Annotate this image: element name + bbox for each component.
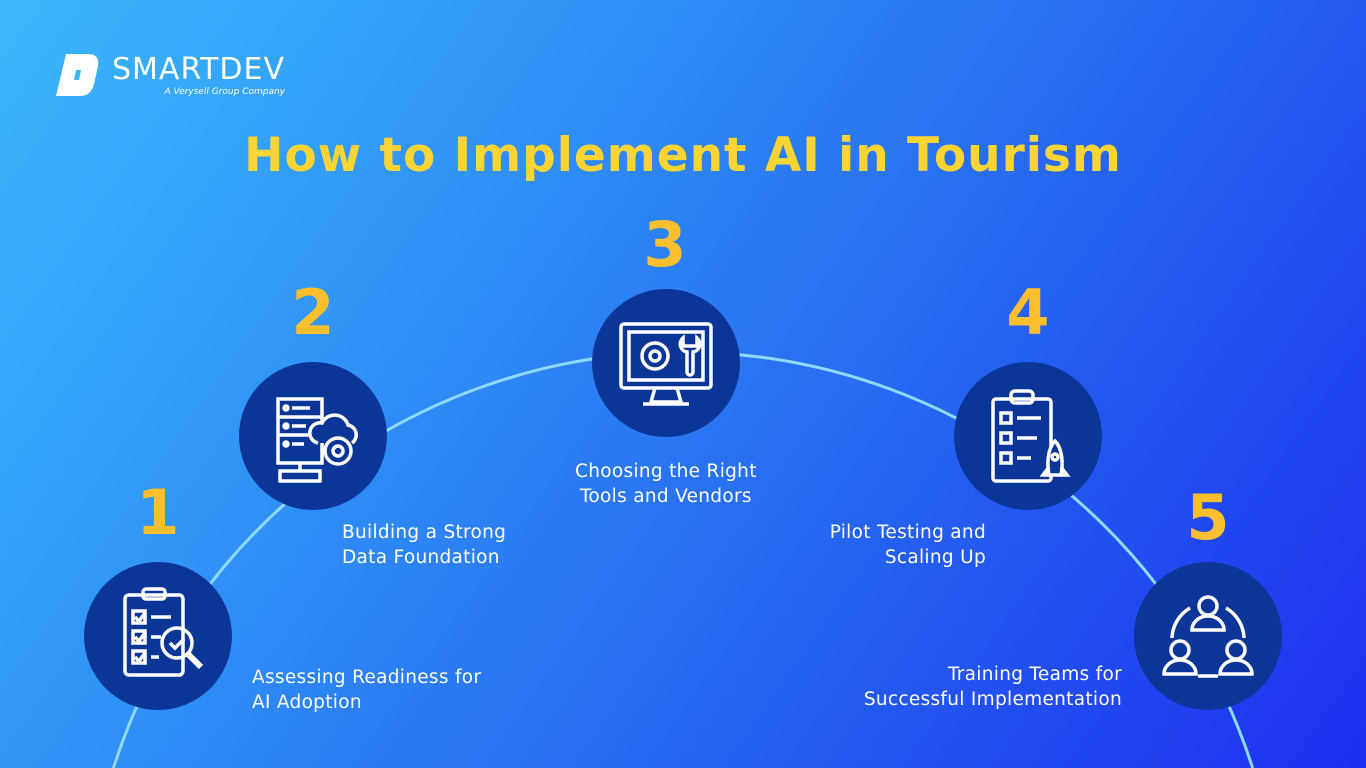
checklist-magnifier-icon [123,587,204,677]
step-1-circle [84,562,232,710]
clipboard-rocket-icon [991,389,1071,483]
step-5-label: Training Teams for Successful Implementa… [840,662,1122,712]
monitor-gear-wrench-icon [619,322,713,406]
step-1-label: Assessing Readiness for AI Adoption [252,665,481,715]
step-1-line1: Assessing Readiness for [252,667,482,688]
smartdev-logo: SMARTDEV A Verysell Group Company [56,54,285,97]
step-4-label: Pilot Testing and Scaling Up [818,520,986,570]
server-cloud-gear-icon [276,397,358,483]
step-3-circle [592,289,740,437]
logo-mark-icon [56,54,99,96]
step-5-line1: Training Teams for [947,664,1122,685]
step-4-line1: Pilot Testing and [829,522,986,543]
step-5-circle [1134,562,1282,710]
step-3-line1: Choosing the Right [575,461,757,482]
step-3-line2: Tools and Vendors [579,486,752,507]
step-2-line2: Data Foundation [342,547,500,568]
step-5-number: 5 [1186,481,1230,554]
team-network-icon [1162,595,1254,678]
step-4-number: 4 [1006,276,1050,349]
brand-tagline: A Verysell Group Company [164,87,286,97]
step-2-line1: Building a Strong [342,522,507,543]
step-2-label: Building a Strong Data Foundation [342,520,506,570]
step-4-circle [954,362,1102,510]
brand-name: SMARTDEV [112,52,286,87]
step-2-circle [239,362,387,510]
step-3-label: Choosing the Right Tools and Vendors [575,459,757,509]
step-5-line2: Successful Implementation [863,689,1122,710]
step-3-number: 3 [643,208,687,281]
step-4-line2: Scaling Up [884,547,986,568]
step-1-line2: AI Adoption [252,692,362,713]
step-2-number: 2 [291,276,335,349]
step-1-number: 1 [136,476,180,549]
page-title: How to Implement AI in Tourism [244,128,1122,183]
